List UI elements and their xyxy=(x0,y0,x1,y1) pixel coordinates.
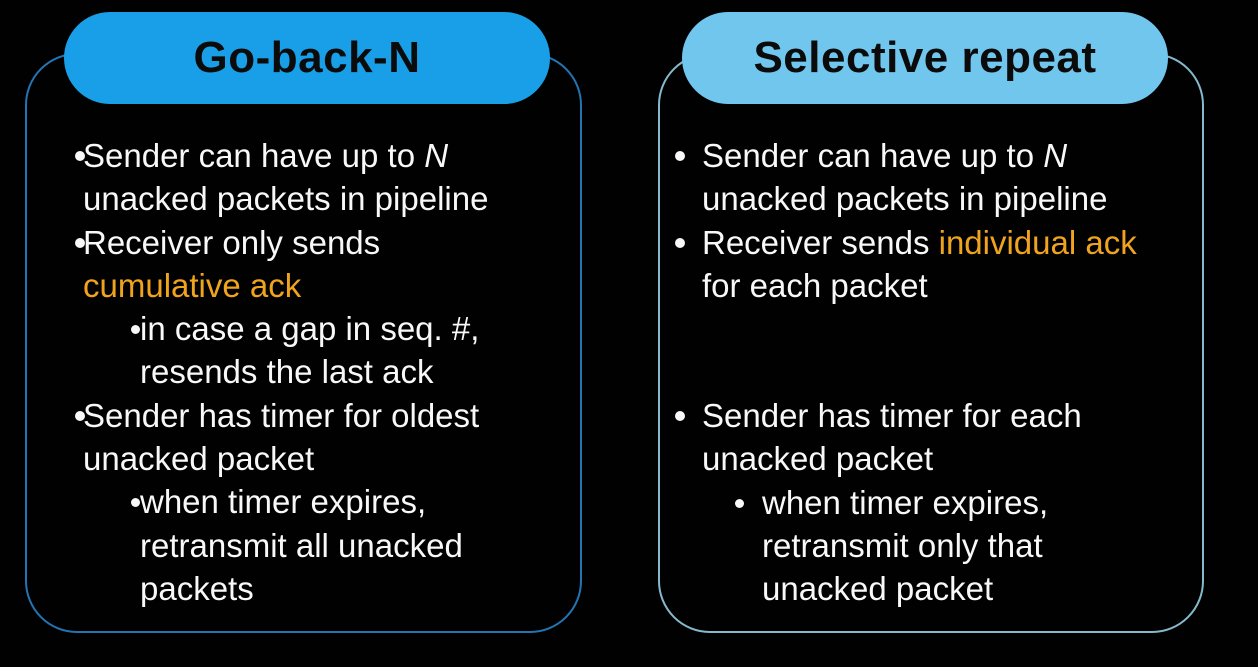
bullet-text: unacked packets in pipeline xyxy=(83,180,489,218)
bullet-text: when timer expires, xyxy=(762,483,1049,521)
bullet-icon xyxy=(675,151,685,161)
panel-header-pill-selective-repeat: Selective repeat xyxy=(682,12,1168,104)
bullet-line-continuation: for each packet xyxy=(658,264,1204,307)
panel-body-go-back-n: Sender can have up to N unacked packets … xyxy=(25,134,582,610)
bullet-text: unacked packets in pipeline xyxy=(702,180,1108,218)
bullet-text-italic: N xyxy=(1043,137,1068,174)
bullet-text: retransmit only that xyxy=(762,527,1043,565)
sub-bullet-line-continuation: retransmit only that xyxy=(658,524,1204,567)
bullet-text: Sender can have up to xyxy=(702,137,1044,174)
sub-bullet-line: in case a gap in seq. #, xyxy=(25,307,582,350)
bullet-text: Sender can have up to xyxy=(83,137,425,174)
bullet-icon xyxy=(75,151,85,161)
bullet-text: retransmit all unacked xyxy=(140,526,463,564)
bullet-text: Receiver only sends xyxy=(83,223,381,261)
bullet-text-highlight: cumulative ack xyxy=(83,266,302,304)
sub-bullet-line-continuation: packets xyxy=(25,567,582,610)
bullet-line: Sender has timer for oldest xyxy=(25,394,582,437)
bullet-text: unacked packet xyxy=(83,440,315,478)
bullet-text: in case a gap in seq. #, xyxy=(140,310,480,348)
bullet-line: Receiver sends individual ack xyxy=(658,221,1204,264)
bullet-line: Sender can have up to N xyxy=(25,134,582,177)
bullet-text: Sender has timer for each xyxy=(702,397,1082,435)
bullet-line-continuation: unacked packet xyxy=(25,437,582,480)
sub-bullet-line: when timer expires, xyxy=(25,480,582,523)
bullet-text: for each packet xyxy=(702,266,928,304)
bullet-line-continuation: unacked packets in pipeline xyxy=(658,177,1204,220)
bullet-line: Receiver only sends xyxy=(25,221,582,264)
bullet-text: when timer expires, xyxy=(140,483,427,521)
panel-body-selective-repeat: Sender can have up to N unacked packets … xyxy=(658,134,1204,611)
bullet-text-highlight: individual ack xyxy=(938,223,1137,261)
sub-bullet-line-continuation: resends the last ack xyxy=(25,350,582,393)
bullet-text: Sender has timer for oldest xyxy=(83,396,480,434)
bullet-line: Sender can have up to N xyxy=(658,134,1204,177)
panel-header-pill-go-back-n: Go-back-N xyxy=(64,12,550,104)
bullet-text: unacked packet xyxy=(702,440,934,478)
bullet-text: Receiver sends xyxy=(702,223,939,261)
column-gap xyxy=(658,307,1204,394)
bullet-line-continuation: cumulative ack xyxy=(25,264,582,307)
bullet-icon xyxy=(675,237,685,248)
bullet-text: packets xyxy=(140,569,254,607)
bullet-line: Sender has timer for each xyxy=(658,394,1204,437)
bullet-text-italic: N xyxy=(424,137,449,174)
sub-bullet-line: when timer expires, xyxy=(658,481,1204,524)
bullet-icon xyxy=(675,411,685,422)
bullet-icon xyxy=(75,410,85,421)
sub-bullet-icon xyxy=(735,498,744,508)
panel-title: Go-back-N xyxy=(193,33,421,82)
sub-bullet-icon xyxy=(131,498,140,508)
sub-bullet-line-continuation: retransmit all unacked xyxy=(25,524,582,567)
sub-bullet-icon xyxy=(131,325,140,335)
panel-title: Selective repeat xyxy=(753,33,1097,82)
bullet-line-continuation: unacked packet xyxy=(658,437,1204,480)
bullet-text: unacked packet xyxy=(762,570,994,608)
bullet-icon xyxy=(75,237,85,248)
sub-bullet-line-continuation: unacked packet xyxy=(658,567,1204,610)
bullet-text: resends the last ack xyxy=(140,353,434,391)
bullet-line-continuation: unacked packets in pipeline xyxy=(25,177,582,220)
